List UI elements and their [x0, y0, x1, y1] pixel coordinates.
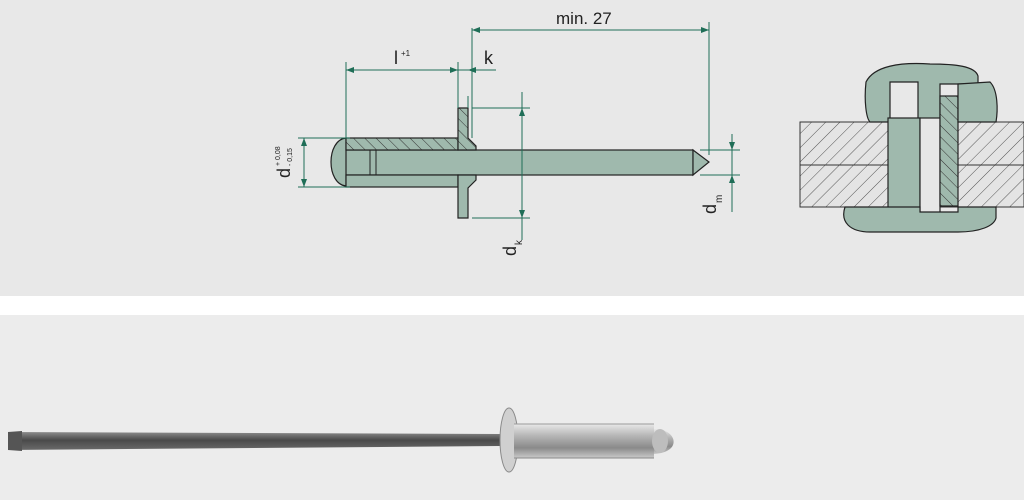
rivet-flange-lower	[457, 174, 477, 219]
rivet-cross-section	[330, 107, 710, 219]
rivet-head-installed	[864, 62, 979, 123]
dimension-lines	[298, 22, 740, 240]
rivet-shank-installed	[887, 117, 921, 211]
l-label: l	[394, 48, 398, 68]
rivet-flange-upper	[457, 107, 477, 151]
d-tolerance-lower: - 0,15	[287, 148, 294, 166]
dk-subscript: k	[514, 239, 525, 245]
dimension-arrows	[301, 27, 735, 218]
photo-body	[514, 424, 654, 458]
blind-head	[843, 206, 997, 233]
mandrel-head	[330, 137, 347, 187]
mandrel-shank	[344, 149, 694, 176]
l-tolerance: +1	[401, 49, 411, 58]
panel-separator	[0, 296, 1024, 315]
dm-label: d	[700, 204, 720, 214]
installed-rivet-section	[799, 62, 1024, 233]
min-length-label: min. 27	[556, 9, 612, 28]
d-tolerance-upper: + 0,08	[275, 146, 282, 166]
d-label: d	[274, 168, 294, 178]
rivet-photo	[8, 407, 674, 473]
rivet-body-lower	[345, 174, 459, 188]
dm-subscript: m	[714, 195, 725, 203]
dk-label: d	[500, 246, 520, 256]
dimension-labels: min. 27 l +1 k d + 0,08 - 0,15 d k d m	[274, 9, 725, 256]
photo-mandrel	[8, 432, 500, 450]
rivet-body-upper	[345, 137, 459, 151]
mandrel-tip	[692, 148, 710, 177]
k-label: k	[484, 48, 494, 68]
